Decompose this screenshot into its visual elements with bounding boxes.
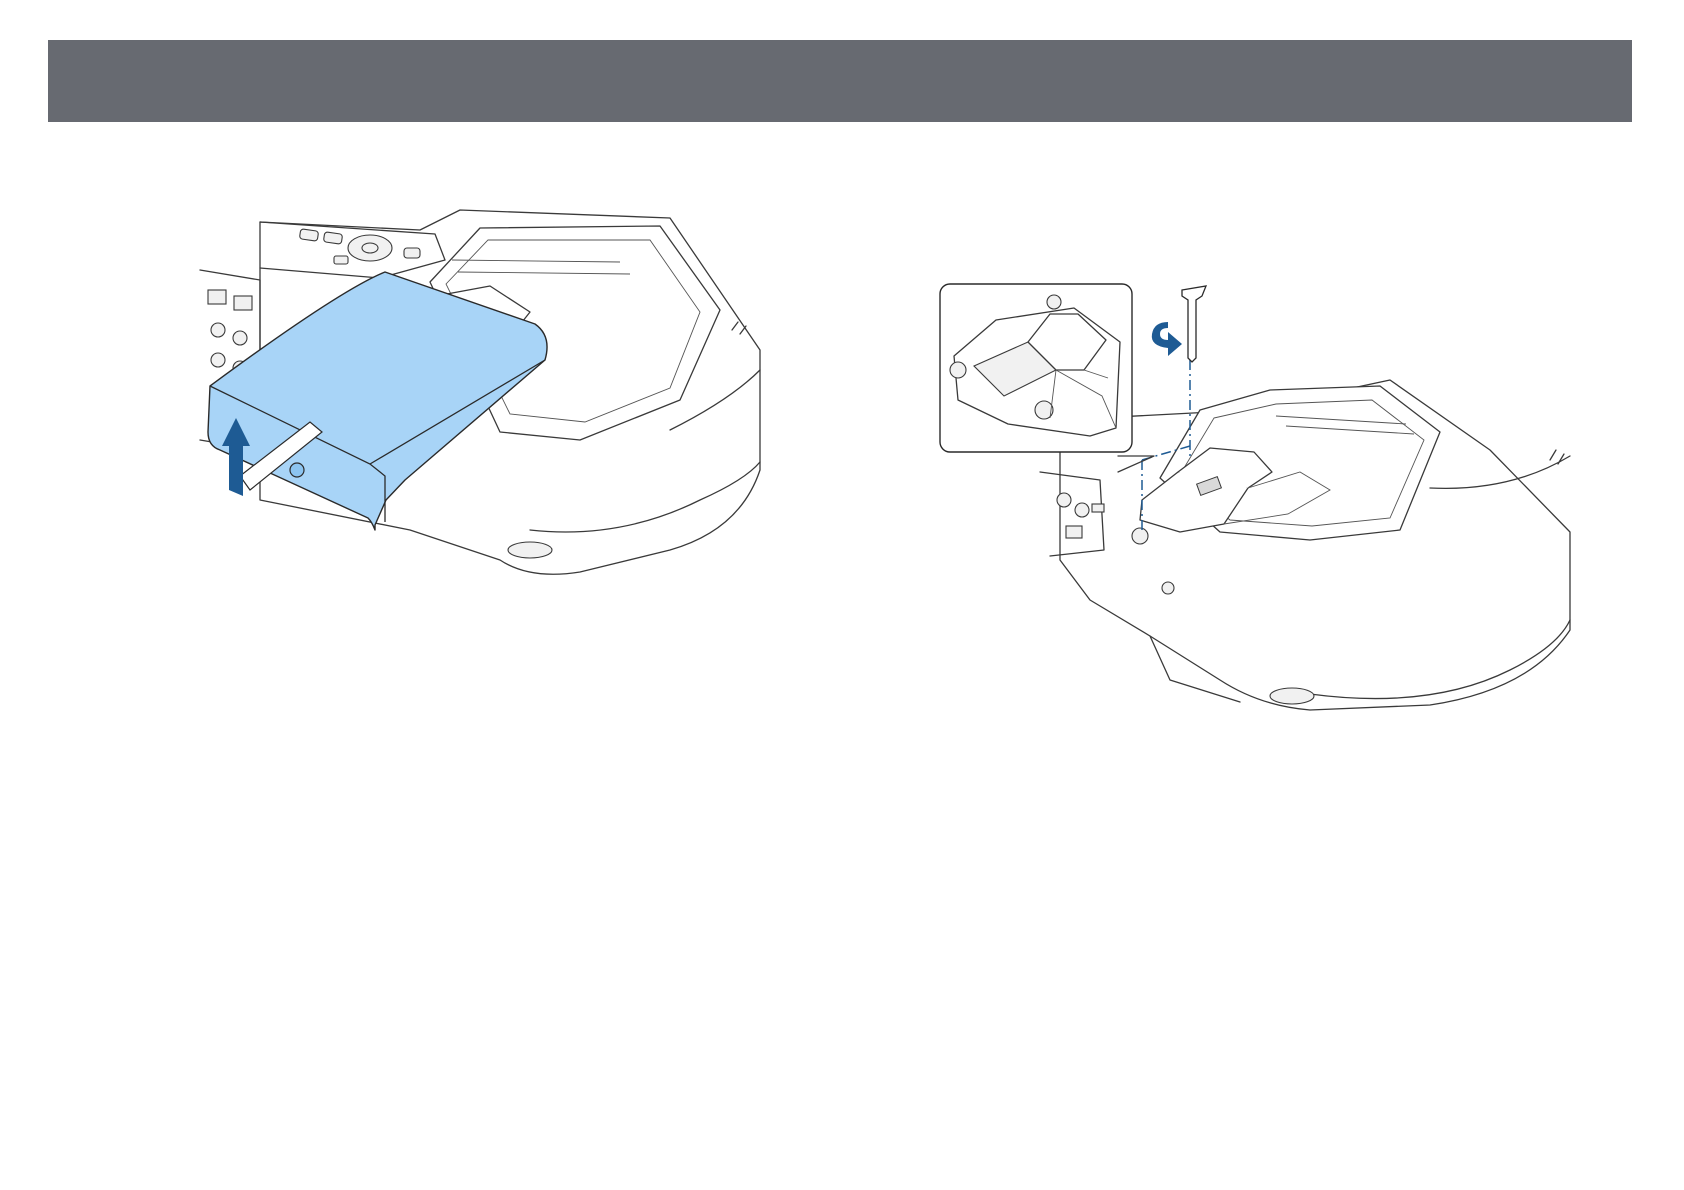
projector-foot xyxy=(508,542,552,558)
detail-inset xyxy=(940,284,1154,472)
header-bar xyxy=(48,40,1632,122)
rotate-arrow-icon xyxy=(1152,322,1182,356)
screwdriver-icon xyxy=(1182,286,1206,362)
illustration-loosen-lamp-screws xyxy=(1010,300,1600,740)
projector-foot xyxy=(1270,688,1314,704)
projector-lamp-screw-drawing xyxy=(1010,300,1600,740)
projector-lamp-cover-drawing xyxy=(200,200,770,620)
illustration-remove-lamp-cover xyxy=(200,200,770,620)
